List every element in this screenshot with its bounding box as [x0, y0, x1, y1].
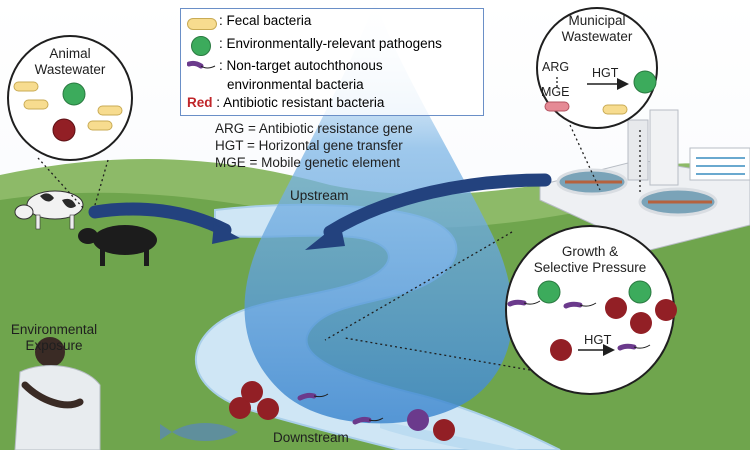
abbr-arg: ARG = Antibiotic resistance gene [215, 121, 413, 136]
municipal-hgt-label: HGT [592, 66, 619, 80]
legend-row-autochthonous: : Non-target autochthonous [181, 58, 481, 78]
animal-circle-bacteria [13, 81, 123, 142]
growth-line2: Selective Pressure [533, 260, 647, 275]
municipal-arg-label: ARG [542, 60, 570, 74]
animal-wastewater-title: Animal Wastewater [20, 46, 120, 78]
abbr-mge: MGE = Mobile genetic element [215, 155, 400, 170]
legend-row-resistant: Red : Antibiotic resistant bacteria [181, 95, 481, 115]
environmental-exposure-line1: Environmental [10, 322, 98, 337]
municipal-wastewater-line1: Municipal [568, 13, 626, 28]
autochthonous-bacteria-icon [187, 60, 216, 69]
downstream-bacteria [229, 381, 455, 441]
fish-icon [160, 423, 238, 441]
pathogen-icon [191, 36, 211, 56]
animal-flow-arrowhead [212, 224, 240, 244]
municipal-flow-arrowhead [305, 222, 345, 250]
callout-lines [37, 124, 641, 371]
legend-sep: : [219, 58, 223, 73]
downstream-label: Downstream [273, 430, 349, 445]
person-icon [14, 337, 101, 450]
legend-row-fecal: : Fecal bacteria [181, 13, 481, 33]
legend: : Fecal bacteria : Environmentally-relev… [180, 8, 484, 116]
municipal-mge-label: MGE [541, 85, 570, 99]
legend-row-autochthonous-cont: environmental bacteria [181, 77, 481, 97]
municipal-flow-arrow [323, 173, 552, 239]
treatment-plant-icon [539, 109, 750, 251]
environmental-exposure-title: Environmental Exposure [2, 322, 106, 354]
legend-autochthonous-line1: Non-target autochthonous [226, 58, 383, 73]
legend-sep: : [216, 95, 221, 110]
municipal-circle-content [544, 70, 657, 115]
municipal-wastewater-title: Municipal Wastewater [545, 13, 649, 45]
legend-resistant-label: Antibiotic resistant bacteria [223, 95, 385, 110]
legend-fecal-label: Fecal bacteria [226, 13, 312, 28]
legend-autochthonous-line2: environmental bacteria [227, 77, 364, 92]
growth-circle-content [507, 280, 677, 361]
legend-pathogens-label: Environmentally-relevant pathogens [226, 36, 442, 51]
municipal-wastewater-line2: Wastewater [561, 29, 633, 44]
growth-hgt-label: HGT [584, 332, 612, 347]
animal-wastewater-line1: Animal [49, 46, 91, 61]
bull-icon [78, 225, 157, 266]
legend-sep: : [219, 36, 223, 51]
growth-line1: Growth & [561, 244, 619, 259]
animal-flow-arrow [88, 202, 232, 237]
environmental-exposure-line2: Exposure [25, 338, 83, 353]
animal-wastewater-line2: Wastewater [34, 62, 106, 77]
growth-title: Growth & Selective Pressure [527, 244, 653, 276]
legend-red-word: Red [187, 95, 213, 110]
legend-row-pathogens: : Environmentally-relevant pathogens [181, 36, 481, 56]
cow-icon [14, 190, 84, 230]
fecal-bacteria-icon [187, 18, 217, 30]
legend-sep: : [219, 13, 223, 28]
upstream-label: Upstream [290, 188, 349, 203]
abbr-hgt: HGT = Horizontal gene transfer [215, 138, 403, 153]
municipal-wastewater-circle [536, 7, 658, 129]
